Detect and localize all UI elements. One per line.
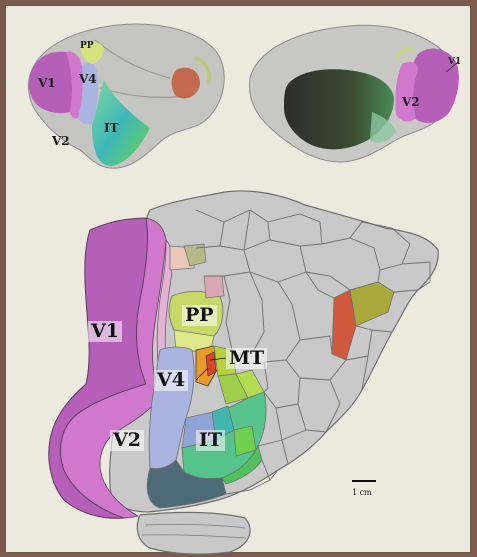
medial-hemisphere <box>249 25 458 162</box>
flat-v4-label: V4 <box>154 370 188 391</box>
lateral-v1-label: V1 <box>38 77 56 89</box>
flat-it-label: IT <box>196 430 225 451</box>
flat-pp-label: PP <box>182 305 217 326</box>
lateral-it-label: IT <box>104 122 119 134</box>
medial-v1-label: V1 <box>448 58 461 67</box>
flat-v1-label: V1 <box>88 321 122 342</box>
lateral-v2-label: V2 <box>52 135 70 147</box>
flat-mt-label: MT <box>226 348 267 369</box>
medial-v2-label: V2 <box>402 96 420 108</box>
scale-bar-label: 1 cm <box>352 489 372 497</box>
flat-v2-label: V2 <box>110 430 144 451</box>
lateral-pp-label: PP <box>80 42 94 51</box>
lateral-v4-label: V4 <box>79 73 97 85</box>
flat-map <box>49 191 438 554</box>
